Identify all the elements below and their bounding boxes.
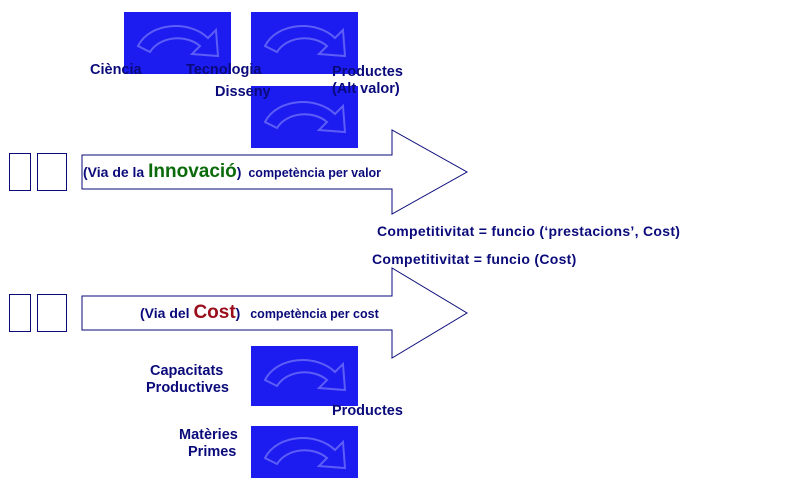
label-tecnologia: Tecnologia (186, 62, 262, 78)
equation-value: Competitivitat = funcio (‘prestacions’, … (377, 223, 681, 239)
label-productes-alt-line2: (Alt valor) (332, 81, 400, 97)
square-cost-1 (9, 294, 31, 332)
label-materies-line2: Primes (188, 444, 237, 460)
label-ciencia: Ciència (90, 62, 142, 78)
square-cost-2 (37, 294, 67, 332)
cost-suffix: ) (235, 305, 241, 321)
equation-cost: Competitivitat = funcio (Cost) (372, 251, 577, 267)
label-productes: Productes (332, 403, 403, 419)
innovation-arrow-shape (81, 129, 469, 215)
block-capacitats (251, 346, 358, 406)
innovation-suffix: ) (236, 164, 242, 180)
label-materies-line1: Matèries (179, 427, 238, 443)
label-capacitats-line2: Productives (146, 380, 229, 396)
block-disseny (251, 86, 358, 148)
cost-arrow-label: (Via del Cost) competència per cost (140, 302, 379, 324)
label-disseny: Disseny (215, 84, 271, 100)
cost-keyword: Cost (193, 302, 236, 323)
innovation-keyword: Innovació (148, 161, 237, 182)
block-ciencia-tecnologia (124, 12, 231, 74)
innovation-tail: competència per valor (248, 166, 382, 180)
label-capacitats-line1: Capacitats (150, 363, 224, 379)
cost-arrow-shape (81, 267, 468, 359)
cost-prefix: (Via del (140, 305, 194, 321)
innovation-prefix: (Via de la (83, 164, 149, 180)
square-innovation-2 (37, 153, 67, 191)
cost-tail: competència per cost (250, 307, 379, 321)
square-innovation-1 (9, 153, 31, 191)
block-tecnologia-productes (251, 12, 358, 74)
label-productes-alt-line1: Productes (332, 64, 403, 80)
block-materies (251, 426, 358, 478)
innovation-arrow-label: (Via de la Innovació) competència per va… (83, 161, 381, 183)
